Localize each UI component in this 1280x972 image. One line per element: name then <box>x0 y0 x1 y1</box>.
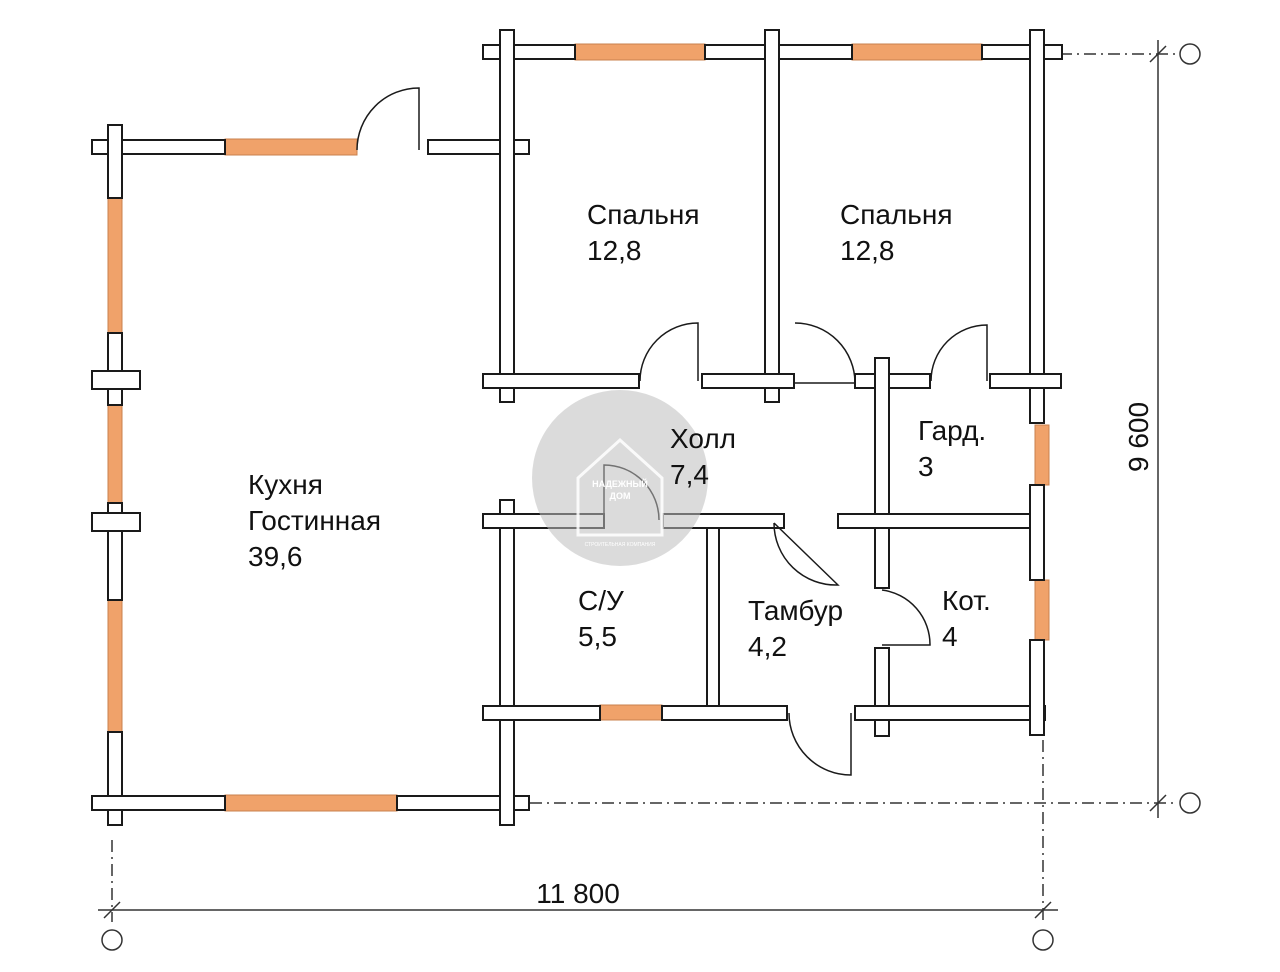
width-dimension-label: 11 800 <box>536 878 620 909</box>
boiler-label: Кот. <box>942 585 991 616</box>
vestibule-label: Тамбур <box>748 595 843 626</box>
dimension-lines <box>98 40 1201 951</box>
bedroom2-area: 12,8 <box>840 235 895 266</box>
bathroom-label: С/У <box>578 585 624 616</box>
watermark-line2: ДОМ <box>610 491 631 501</box>
wardrobe-label: Гард. <box>918 415 986 446</box>
bedroom2-label: Спальня <box>840 199 953 230</box>
bedroom1-area: 12,8 <box>587 235 642 266</box>
kitchen-area: 39,6 <box>248 541 303 572</box>
walls <box>91 29 1063 826</box>
watermark-line3: СТРОИТЕЛЬНАЯ КОМПАНИЯ <box>585 542 656 548</box>
hall-area: 7,4 <box>670 459 709 490</box>
depth-dimension-label: 9 600 <box>1123 402 1154 472</box>
room-labels: Кухня Гостинная 39,6 Спальня 12,8 Спальн… <box>248 199 991 662</box>
watermark-line1: НАДЕЖНЫЙ <box>592 478 648 489</box>
wardrobe-area: 3 <box>918 451 934 482</box>
kitchen-label-line2: Гостинная <box>248 505 381 536</box>
bedroom1-label: Спальня <box>587 199 700 230</box>
boiler-area: 4 <box>942 621 958 652</box>
vestibule-area: 4,2 <box>748 631 787 662</box>
watermark-logo: НАДЕЖНЫЙ ДОМ СТРОИТЕЛЬНАЯ КОМПАНИЯ <box>532 390 708 566</box>
kitchen-label-line1: Кухня <box>248 469 323 500</box>
bathroom-area: 5,5 <box>578 621 617 652</box>
hall-label: Холл <box>670 423 736 454</box>
